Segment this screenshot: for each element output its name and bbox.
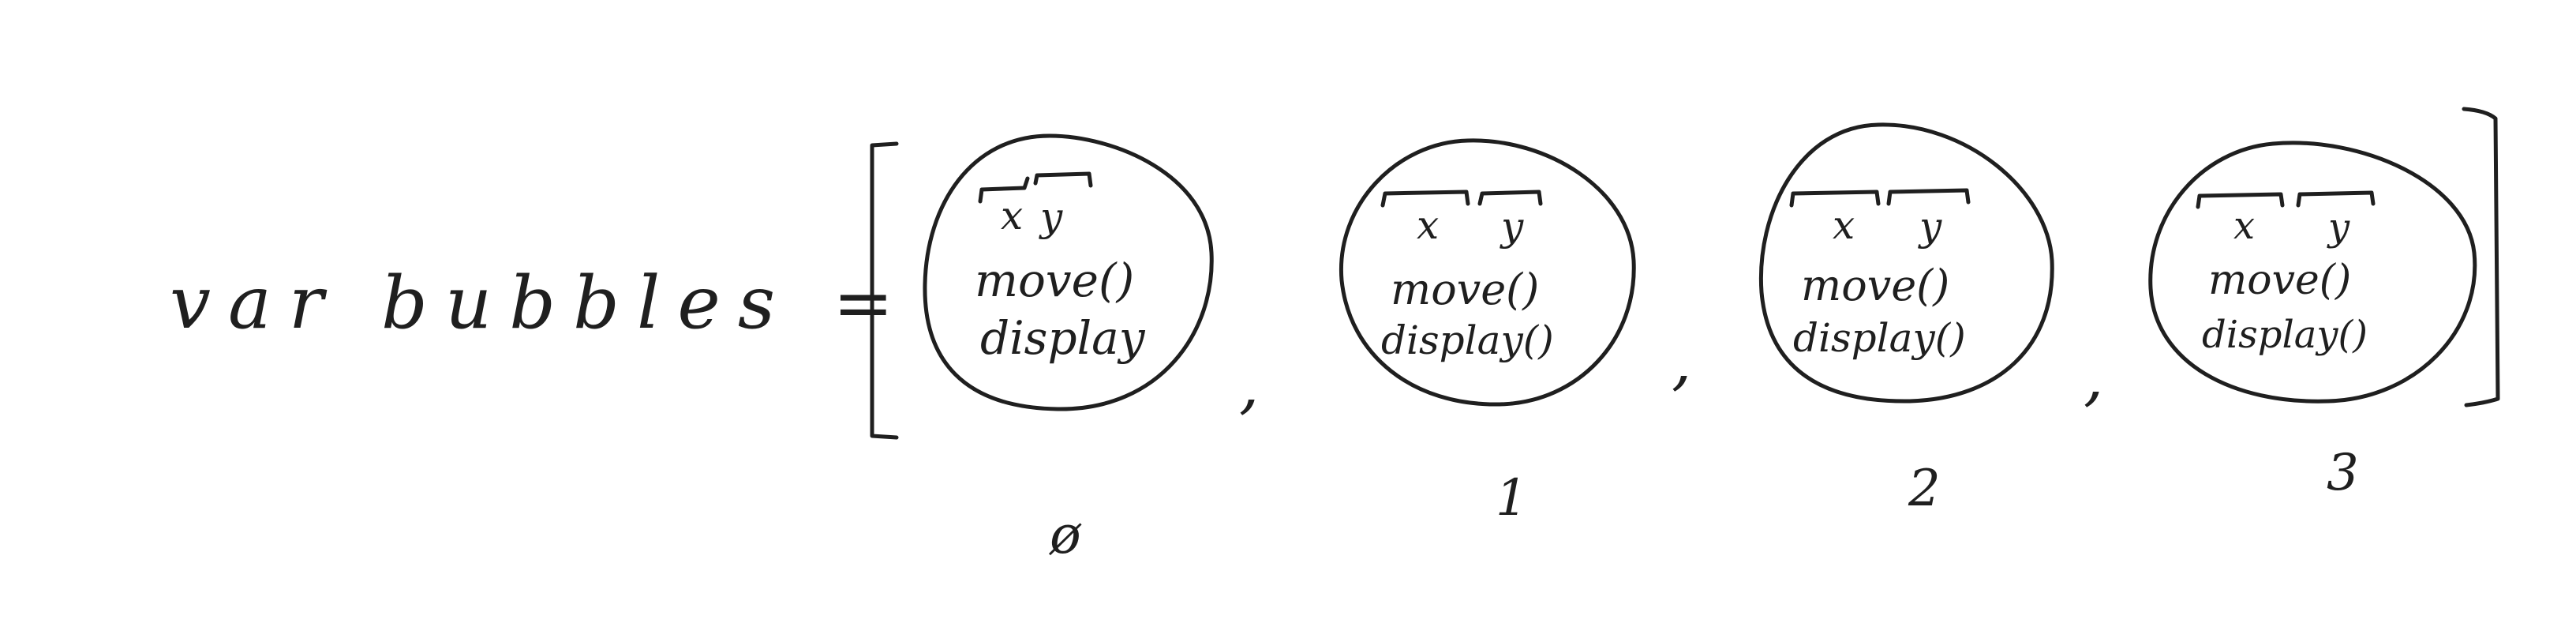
x-property-brace — [1380, 190, 1470, 208]
y-property-label: y — [1039, 194, 1063, 240]
bubble-circle — [2148, 141, 2477, 404]
x-property-brace — [978, 176, 1030, 204]
y-property-brace — [2296, 190, 2376, 208]
array-declaration: var bubbles = — [170, 261, 911, 345]
display-method-label: display — [980, 311, 1146, 365]
display-method-label: display() — [2202, 313, 2368, 357]
array-element-1: x y move() display() 1 — [1339, 138, 1636, 528]
comma-separator: , — [1239, 348, 1259, 422]
array-element-0: x y move() display ø — [923, 133, 1214, 565]
move-method-label: move() — [975, 253, 1134, 307]
move-method-label: move() — [1801, 261, 1949, 310]
display-method-label: display() — [1793, 315, 1966, 361]
bubble-circle — [1339, 138, 1636, 407]
y-property-brace — [1477, 190, 1543, 206]
x-property-label: x — [1001, 193, 1023, 238]
display-method-label: display() — [1381, 317, 1554, 363]
y-property-label: y — [1918, 204, 1942, 250]
comma-separator: , — [1672, 325, 1691, 398]
right-bracket — [2462, 107, 2500, 407]
array-element-3: x y move() display() 3 — [2148, 141, 2477, 502]
y-property-label: y — [2327, 205, 2350, 250]
comma-separator: , — [2084, 340, 2103, 414]
move-method-label: move() — [2208, 257, 2351, 304]
move-method-label: move() — [1391, 265, 1539, 314]
x-property-label: x — [2233, 204, 2255, 248]
x-property-label: x — [1833, 202, 1855, 248]
array-element-2: x y move() display() 2 — [1758, 122, 2054, 518]
x-property-label: x — [1417, 202, 1439, 248]
index-label: 1 — [1496, 469, 1528, 528]
bubble-circle — [1758, 122, 2054, 404]
index-label: ø — [1048, 505, 1082, 565]
y-property-label: y — [1500, 204, 1524, 250]
left-bracket — [870, 141, 899, 440]
y-property-brace — [1886, 188, 1971, 206]
index-label: 3 — [2327, 444, 2359, 502]
bubble-circle — [923, 133, 1214, 411]
index-label: 2 — [1908, 460, 1941, 518]
y-property-brace — [1033, 171, 1093, 188]
x-property-brace — [2196, 192, 2285, 209]
x-property-brace — [1789, 190, 1881, 208]
